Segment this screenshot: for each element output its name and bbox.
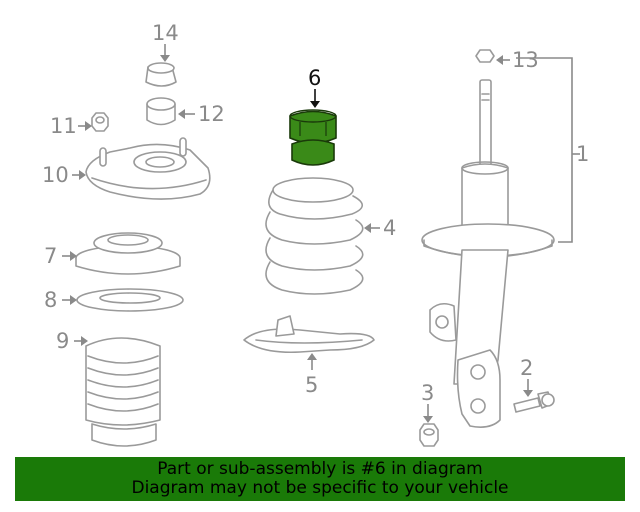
part-7-spring-seat[interactable]	[75, 232, 181, 275]
arrow-10	[79, 170, 86, 180]
arrow-2	[523, 390, 533, 397]
banner-line-2: Diagram may not be specific to your vehi…	[131, 478, 509, 498]
callout-6[interactable]: 6	[308, 66, 321, 90]
part-4-coil-spring[interactable]	[265, 177, 364, 295]
callout-2[interactable]: 2	[520, 356, 533, 380]
callout-10[interactable]: 10	[42, 163, 69, 187]
callout-14[interactable]: 14	[152, 21, 179, 45]
part-12-bushing[interactable]	[146, 97, 176, 126]
callout-11[interactable]: 11	[50, 114, 77, 138]
callout-13[interactable]: 13	[512, 48, 539, 72]
arrow-7	[70, 251, 77, 261]
part-8-insulator[interactable]	[76, 288, 184, 312]
arrow-11	[85, 121, 92, 131]
part-13-strut-nut[interactable]	[475, 49, 495, 63]
callout-1[interactable]: 1	[576, 142, 589, 166]
callout-5[interactable]: 5	[305, 373, 318, 397]
leader-1	[516, 57, 573, 243]
arrow-5	[307, 353, 317, 360]
part-5-shield[interactable]	[243, 315, 375, 354]
info-banner: Part or sub-assembly is #6 in diagram Di…	[15, 457, 625, 501]
arrow-12	[178, 109, 185, 119]
arrow-9	[81, 336, 88, 346]
arrow-13	[496, 55, 503, 65]
part-14-cap[interactable]	[145, 62, 177, 87]
part-10-upper-mount[interactable]	[85, 137, 211, 200]
arrow-3	[423, 416, 433, 423]
part-1-strut-assembly[interactable]	[421, 79, 555, 428]
part-9-dust-boot[interactable]	[85, 337, 161, 447]
callout-4[interactable]: 4	[383, 216, 396, 240]
part-11-nut[interactable]	[91, 112, 109, 132]
arrow-4	[364, 223, 371, 233]
part-6-bump-stop[interactable]	[289, 109, 337, 166]
arrow-8	[70, 295, 77, 305]
callout-3[interactable]: 3	[421, 381, 434, 405]
part-3-flange-nut[interactable]	[419, 423, 439, 447]
callout-12[interactable]: 12	[198, 102, 225, 126]
part-2-bolt[interactable]	[513, 391, 555, 413]
callout-8[interactable]: 8	[44, 288, 57, 312]
callout-9[interactable]: 9	[56, 329, 69, 353]
arrow-14	[160, 55, 170, 62]
callout-7[interactable]: 7	[44, 244, 57, 268]
banner-line-1: Part or sub-assembly is #6 in diagram	[157, 459, 483, 479]
arrow-6	[310, 101, 320, 108]
